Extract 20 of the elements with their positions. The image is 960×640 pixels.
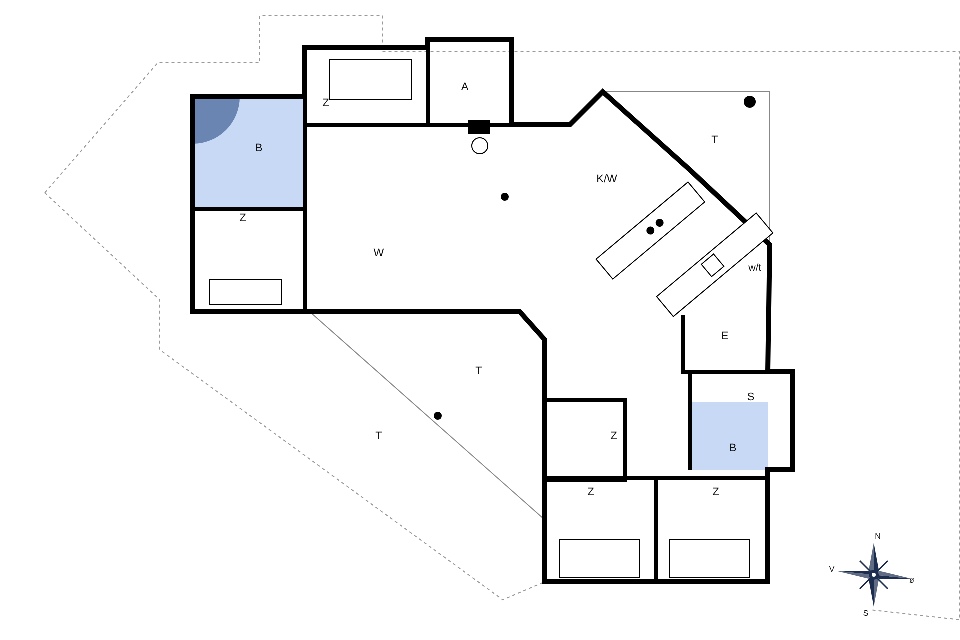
room-label: A (461, 82, 469, 94)
compass-direction-label: N (875, 533, 881, 541)
room-label: B (255, 144, 263, 154)
room-label: K/W (596, 174, 618, 186)
room-label: W (374, 248, 384, 260)
room-label: Z (712, 488, 720, 498)
room-label: w/t (748, 264, 762, 274)
room-label: S (747, 392, 755, 404)
compass-direction-label: S (863, 610, 869, 618)
room-label: Z (610, 432, 618, 442)
compass-direction-label: ø (910, 577, 914, 585)
room-label: Z (588, 488, 594, 498)
room-label: T (712, 136, 718, 146)
room-label: B (729, 444, 737, 454)
room-label: T (376, 432, 382, 442)
compass-direction-label: V (829, 566, 835, 574)
room-label: Z (322, 98, 330, 110)
room-label: T (476, 366, 482, 378)
room-label: Z (240, 214, 246, 224)
room-label: E (721, 332, 729, 342)
